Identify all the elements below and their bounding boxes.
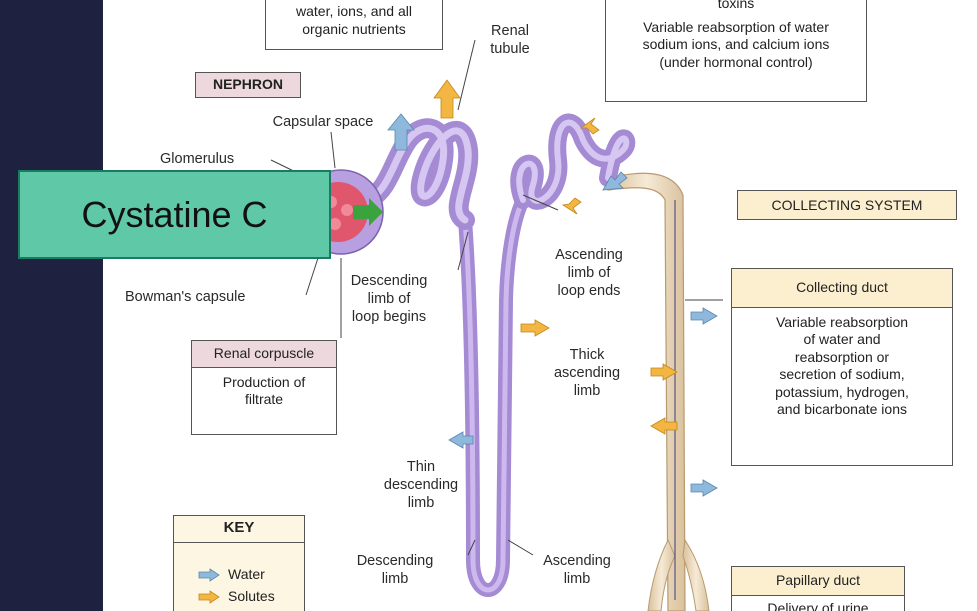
bowmans-capsule-label: Bowman's capsule xyxy=(125,288,245,306)
key-water-label: Water xyxy=(228,566,265,584)
top-right-box-line1: Variable reabsorption of water xyxy=(606,19,866,37)
ascending-limb-ends-line2: limb of xyxy=(541,264,637,282)
ascending-limb-line1: Ascending xyxy=(527,552,627,570)
descending-limb-line2: limb xyxy=(345,570,445,588)
bowmans-capsule-text: Bowman's capsule xyxy=(125,289,245,305)
collecting-duct-line5: potassium, hydrogen, xyxy=(732,384,952,402)
papillary-duct-box: Papillary duct Delivery of urine xyxy=(731,566,905,611)
top-right-box-line0: toxins xyxy=(606,0,866,13)
collecting-duct-title: Collecting duct xyxy=(732,269,952,308)
thick-ascending-line2: ascending xyxy=(539,364,635,382)
descending-limb-label: Descending limb xyxy=(345,552,445,588)
cystatine-c-overlay: Cystatine C xyxy=(18,170,331,259)
key-solutes-label: Solutes xyxy=(228,588,275,606)
thick-ascending-line3: limb xyxy=(539,382,635,400)
renal-corpuscle-box: Renal corpuscle Production of filtrate xyxy=(191,340,337,435)
top-right-box-line2: sodium ions, and calcium ions xyxy=(606,36,866,54)
renal-corpuscle-line2: filtrate xyxy=(192,391,336,409)
collecting-system-box: COLLECTING SYSTEM xyxy=(737,190,957,220)
papillary-duct-title: Papillary duct xyxy=(732,567,904,596)
leader-line xyxy=(458,40,475,110)
capsular-space-label: Capsular space xyxy=(243,113,403,131)
key-row-water: Water xyxy=(198,566,265,584)
renal-tubule-label: Renal tubule xyxy=(475,22,545,58)
collecting-duct-line3: reabsorption or xyxy=(732,349,952,367)
water-arrow-icon xyxy=(198,568,220,582)
cystatine-c-label: Cystatine C xyxy=(81,194,267,236)
papillary-duct-line1: Delivery of urine xyxy=(732,600,904,611)
nephron-label: NEPHRON xyxy=(213,76,283,92)
ascending-limb-ends-line3: loop ends xyxy=(541,282,637,300)
papillary-duct-branch-right xyxy=(683,540,709,611)
capsular-space-text: Capsular space xyxy=(273,114,374,130)
renal-tubule-line1: Renal xyxy=(475,22,545,40)
top-left-box-line2: organic nutrients xyxy=(266,21,442,39)
key-box: KEY Water Solutes xyxy=(173,515,305,611)
glomerulus-capillary xyxy=(341,204,353,216)
ascending-limb-line2: limb xyxy=(527,570,627,588)
descending-limb-line1: Descending xyxy=(345,552,445,570)
leader-line xyxy=(331,132,335,168)
collecting-duct-box: Collecting duct Variable reabsorption of… xyxy=(731,268,953,466)
thick-ascending-label: Thick ascending limb xyxy=(539,346,635,400)
key-divider xyxy=(174,542,304,543)
collecting-duct-line4: secretion of sodium, xyxy=(732,366,952,384)
solute-arrow-icon xyxy=(434,80,460,118)
top-right-box: toxins Variable reabsorption of water so… xyxy=(605,0,867,102)
top-right-box-line3: (under hormonal control) xyxy=(606,54,866,72)
ascending-limb-label: Ascending limb xyxy=(527,552,627,588)
water-arrow-icon xyxy=(691,308,717,324)
thin-descending-label: Thin descending limb xyxy=(373,458,469,512)
renal-tubule-line2: tubule xyxy=(475,40,545,58)
renal-corpuscle-line1: Production of xyxy=(192,374,336,392)
descending-limb-begins-line2: limb of xyxy=(341,290,437,308)
key-row-solutes: Solutes xyxy=(198,588,275,606)
glomerulus-text: Glomerulus xyxy=(160,151,234,167)
nephron-label-box: NEPHRON xyxy=(195,72,301,98)
solute-arrow-icon xyxy=(563,198,581,214)
water-arrow-icon xyxy=(691,480,717,496)
collecting-duct-line6: and bicarbonate ions xyxy=(732,401,952,419)
renal-corpuscle-title: Renal corpuscle xyxy=(192,341,336,368)
solute-arrow-icon xyxy=(521,320,549,336)
collecting-duct-line2: of water and xyxy=(732,331,952,349)
top-left-box-line1: water, ions, and all xyxy=(266,3,442,21)
top-left-box: water, ions, and all organic nutrients xyxy=(265,0,443,50)
ascending-limb-ends-line1: Ascending xyxy=(541,246,637,264)
descending-limb-begins-line3: loop begins xyxy=(341,308,437,326)
glomerulus-label: Glomerulus xyxy=(160,150,234,168)
solute-arrow-icon xyxy=(198,590,220,604)
thick-ascending-line1: Thick xyxy=(539,346,635,364)
thin-descending-line3: limb xyxy=(373,494,469,512)
ascending-limb-ends-label: Ascending limb of loop ends xyxy=(541,246,637,300)
thin-descending-line2: descending xyxy=(373,476,469,494)
thin-descending-line1: Thin xyxy=(373,458,469,476)
collecting-system-label: COLLECTING SYSTEM xyxy=(772,197,923,213)
key-title: KEY xyxy=(174,519,304,538)
nephron-diagram: water, ions, and all organic nutrients t… xyxy=(103,0,977,611)
descending-limb-begins-line1: Descending xyxy=(341,272,437,290)
leader-line xyxy=(306,258,318,295)
collecting-duct-line1: Variable reabsorption xyxy=(732,314,952,332)
descending-limb-begins-label: Descending limb of loop begins xyxy=(341,272,437,326)
